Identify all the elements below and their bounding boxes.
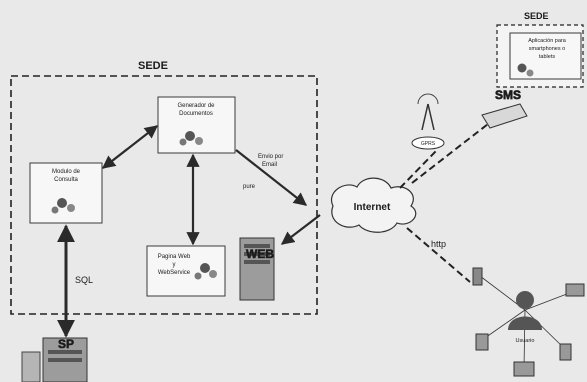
sede-main-frame [10,75,318,315]
smartphone-icon [559,343,572,361]
web-server-icon: WEB [239,237,275,301]
sp-server-label: SP [58,337,74,351]
user-cluster: Usuario [472,267,585,377]
sp-server-icon: SP [21,337,88,382]
link-internet-user [406,227,471,283]
internet-label: Internet [354,202,391,213]
generador-label-1: Generador de [177,103,215,109]
pagina-web-label-2: y [173,262,176,268]
internet-cloud: Internet [330,177,417,233]
modulo-consulta-label-1: Modulo de [52,169,81,175]
pagina-web-label-1: Pagina Web [158,254,191,260]
sede-main-label: SEDE [138,60,168,72]
gears-icon [51,198,75,214]
envio-email-label-1: Envio por [258,154,283,160]
sql-label: SQL [75,275,93,285]
gears-icon [179,131,203,146]
laptop-icon [565,283,585,297]
aplicacion-label-2: smartphones o [529,46,565,52]
aplicacion-label-3: tablets [539,54,555,60]
tablet-icon [475,333,489,351]
envio-email-label-2: Email [262,162,277,168]
gears-icon [517,63,534,77]
desktop-icon [513,361,535,377]
antenna-tower-icon: GPRS [411,93,445,150]
generador-label-2: Documentos [179,111,213,117]
modulo-consulta-node: Modulo de Consulta [29,162,103,224]
user-avatar-icon [508,291,542,330]
link-internet-sms [411,116,498,184]
pure-label: pure [243,184,256,190]
link-internet-tower [399,149,438,189]
phone-icon: SMS [481,88,528,129]
usuario-label: Usuario [516,338,535,344]
arrow-modulo-generador [101,125,159,169]
sms-label: SMS [495,88,521,102]
arrow-generador-internet [235,149,308,206]
sede-right-label: SEDE [524,11,549,21]
gears-icon [194,263,217,280]
pagina-web-node: Pagina Web y WebService [146,245,226,297]
web-server-label: WEB [246,247,274,261]
phone-device-icon [472,267,483,286]
tower-label: GPRS [421,141,436,147]
aplicacion-label-1: Aplicación para [528,38,567,44]
arrow-internet-web [280,214,321,245]
http-label: http [431,239,446,249]
generador-documentos-node: Generador de Documentos [157,96,236,154]
pagina-web-label-3: WebService [158,270,191,276]
modulo-consulta-label-2: Consulta [54,177,78,183]
